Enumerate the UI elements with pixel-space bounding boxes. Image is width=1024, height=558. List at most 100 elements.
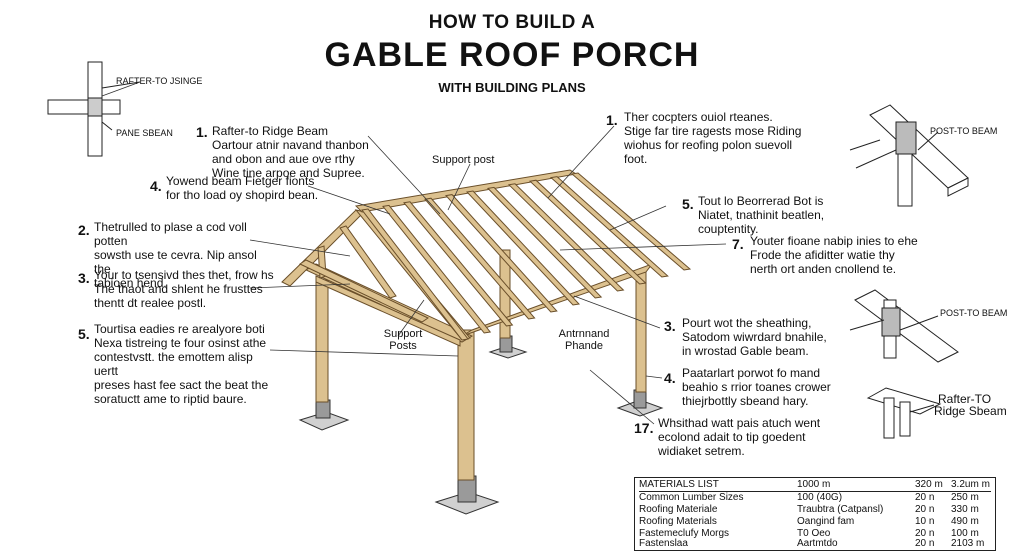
materials-header-title: MATERIALS LIST bbox=[639, 479, 719, 490]
subtitle: WITH BUILDING PLANS bbox=[438, 80, 586, 95]
materials-cell: 10 n bbox=[915, 516, 935, 527]
right-note-5-number: 4. bbox=[664, 370, 676, 386]
right-note-1-line: Stige far tire ragests mose Riding bbox=[624, 124, 802, 138]
left-note-5-number: 5. bbox=[78, 326, 90, 342]
materials-cell: 2103 m bbox=[951, 538, 985, 549]
right-note-6-line: ecolond adait to tip goedent bbox=[658, 430, 806, 444]
right-note-3-line: Youter fioane nabip inies to ehe bbox=[750, 234, 918, 248]
materials-row: Fastemeclufy Morgs T0 Oeo 20 n 100 m bbox=[639, 528, 991, 540]
rafter bbox=[361, 208, 469, 341]
left-note-5: Tourtisa eadies re arealyore boti Nexa t… bbox=[94, 322, 276, 406]
right-note-6-line: widiaket setrem. bbox=[658, 444, 745, 458]
left-note-3-line: Thetrulled to plase a cod voll potten bbox=[94, 220, 247, 248]
left-note-3-line: sowsth use te cevra. Nip ansol the bbox=[94, 248, 257, 276]
left-note-4: Your to tsensivd thes thet, frow hs The … bbox=[94, 268, 274, 310]
materials-row: Fastenslaa Aartmtdo 20 n 2103 m bbox=[639, 538, 991, 550]
right-note-6-number: 17. bbox=[634, 420, 654, 436]
right-note-3: Youter fioane nabip inies to ehe Frode t… bbox=[750, 234, 920, 276]
rafter bbox=[507, 183, 625, 292]
left-note-5-line: Tourtisa eadies re arealyore boti bbox=[94, 322, 265, 336]
right-note-5-line: Paatarlart porwot fo mand bbox=[682, 366, 821, 380]
left-note-1-line: Oartour atnir navand thanbon bbox=[212, 138, 369, 152]
inset-label-ridge-beam: Ridge Sbeam bbox=[934, 404, 1007, 418]
rafter bbox=[382, 204, 492, 334]
left-note-5-line: contestvstt. the emottem alisp uertt bbox=[94, 350, 253, 378]
materials-cell: Traubtra (Catpansl) bbox=[797, 504, 884, 515]
left-note-1-line: Rafter-to Ridge Beam bbox=[212, 124, 329, 138]
materials-list: MATERIALS LIST 1000 m 320 m 3.2um m Comm… bbox=[634, 477, 996, 551]
inset-rafter-ridge-2 bbox=[866, 387, 942, 439]
left-note-1-line: Wine tine arpoe and Supree. bbox=[212, 166, 365, 180]
label-antenna-line-1: Antrnnand bbox=[558, 328, 610, 340]
materials-header-col: 3.2um m bbox=[951, 479, 990, 490]
label-antenna-line-2: Phande bbox=[565, 340, 603, 352]
title-line-1: HOW TO BUILD A bbox=[428, 12, 596, 33]
left-note-5-line: Nexa tistreing te four osinst athe bbox=[94, 336, 267, 350]
label-antenna: Antrnnand Phande bbox=[548, 328, 620, 352]
left-note-1-number: 1. bbox=[196, 124, 208, 140]
right-note-2-line: couptentity. bbox=[698, 222, 759, 236]
rafter bbox=[570, 172, 692, 271]
right-note-4-line: Pourt wot the sheathing, bbox=[682, 316, 812, 330]
right-note-3-number: 7. bbox=[732, 236, 744, 252]
inset-label-post-to-beam-2: POST-TO BEAM bbox=[940, 308, 1008, 318]
materials-cell: 330 m bbox=[951, 504, 979, 515]
materials-cell: Roofing Materiale bbox=[639, 504, 718, 515]
left-note-2: Yowend beam Fietger fionts for tho load … bbox=[166, 174, 326, 202]
left-note-4-line: thentt dt realee postl. bbox=[94, 296, 207, 310]
right-note-4-line: in wrostad Gable beam. bbox=[682, 344, 809, 358]
right-note-1: Ther cocpters ouiol rteanes. Stige far t… bbox=[624, 110, 814, 166]
left-note-1-line: and obon and aue ove rthy bbox=[212, 152, 355, 166]
right-note-1-line: Ther cocpters ouiol rteanes. bbox=[624, 110, 773, 124]
inset-post-to-beam-2 bbox=[849, 289, 959, 363]
left-note-2-number: 4. bbox=[150, 178, 162, 194]
right-note-5-line: beahio s rrior toanes crower bbox=[682, 380, 831, 394]
rafter bbox=[445, 194, 558, 313]
materials-header-col: 320 m bbox=[915, 479, 943, 490]
label-support-posts: Support Posts bbox=[378, 328, 428, 352]
inset-rafter-ridge bbox=[47, 61, 141, 157]
left-note-5-line: soratuctt ame to riptid baure. bbox=[94, 392, 247, 406]
materials-cell: 490 m bbox=[951, 516, 979, 527]
materials-cell: Common Lumber Sizes bbox=[639, 492, 744, 503]
right-note-2-line: Tout lo Beorrerad Bot is bbox=[698, 194, 824, 208]
left-note-5-line: preses hast fee sact the beat the bbox=[94, 378, 269, 392]
leader-lines bbox=[101, 81, 727, 425]
inset-post-to-beam-1 bbox=[849, 104, 969, 207]
label-support-post: Support post bbox=[432, 154, 495, 166]
materials-cell: 20 n bbox=[915, 538, 935, 549]
materials-cell: Aartmtdo bbox=[797, 538, 838, 549]
rafter bbox=[528, 179, 647, 285]
materials-header-col: 1000 m bbox=[797, 479, 831, 490]
right-note-1-line: wiohus for reofing polon suevoll bbox=[624, 138, 793, 152]
inset-label-pane-beam: PANE SBEAN bbox=[116, 128, 173, 138]
inset-label-post-to-beam-1: POST-TO BEAM bbox=[930, 126, 998, 136]
rafter bbox=[403, 201, 514, 327]
materials-cell: 20 n bbox=[915, 528, 935, 539]
rafter bbox=[486, 186, 603, 299]
materials-row: Roofing Materiale Traubtra (Catpansl) 20… bbox=[639, 504, 991, 516]
materials-cell: 20 n bbox=[915, 504, 935, 515]
footings bbox=[298, 335, 664, 515]
materials-cell: Fastenslaa bbox=[639, 538, 688, 549]
right-note-4-line: Satodom wiwrdard bnahile, bbox=[682, 330, 827, 344]
label-support-posts-line-1: Support bbox=[383, 328, 423, 340]
rafter bbox=[424, 197, 536, 320]
right-note-4: Pourt wot the sheathing, Satodom wiwrdar… bbox=[682, 316, 832, 358]
left-note-2-line: Yowend beam Fietger fionts bbox=[166, 174, 315, 188]
materials-cell: 20 n bbox=[915, 492, 935, 503]
right-note-2-number: 5. bbox=[682, 196, 694, 212]
page-title: GABLE ROOF PORCH bbox=[324, 36, 700, 74]
right-note-1-line: foot. bbox=[624, 152, 648, 166]
right-note-6-line: Whsithad watt pais atuch went bbox=[658, 416, 821, 430]
left-note-4-number: 3. bbox=[78, 270, 90, 286]
left-note-1: Rafter-to Ridge Beam Oartour atnir navan… bbox=[212, 124, 372, 180]
rafter bbox=[465, 190, 581, 306]
left-note-3: Thetrulled to plase a cod voll potten so… bbox=[94, 220, 274, 290]
left-note-3-line: tabioen hend. bbox=[94, 276, 167, 290]
left-note-2-line: for tho load oy shopird bean. bbox=[166, 188, 319, 202]
materials-cell: Roofing Materials bbox=[639, 516, 717, 527]
materials-cell: Fastemeclufy Morgs bbox=[639, 528, 730, 539]
posts bbox=[315, 249, 647, 481]
